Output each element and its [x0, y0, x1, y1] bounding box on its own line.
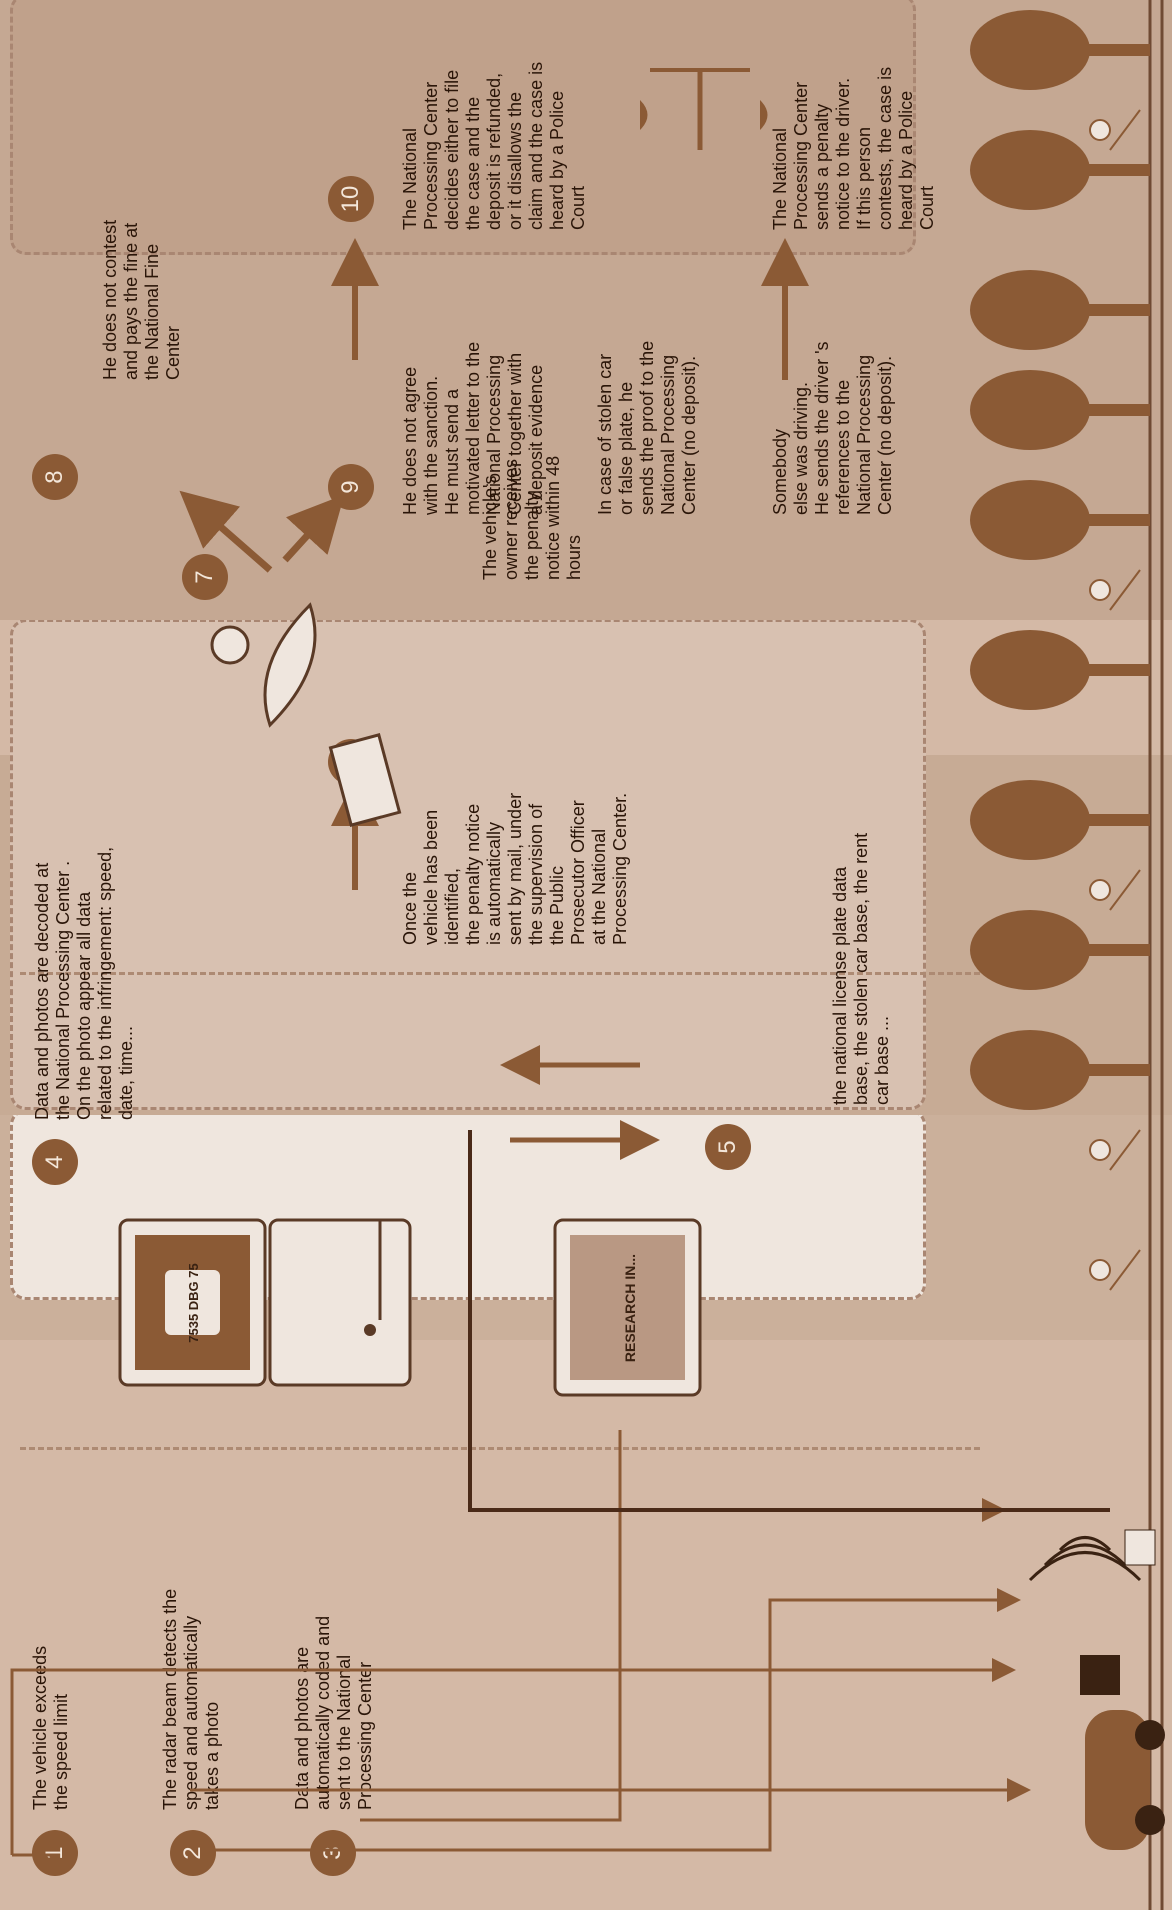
car-icon: [1085, 1710, 1165, 1850]
scales-icon: [640, 68, 768, 150]
person-icon: [210, 602, 317, 728]
radar-camera-icon: [1028, 1529, 1156, 1695]
computer-icon: 7535 DBG 75: [118, 1218, 412, 1387]
plate-text: 7535 DBG 75: [186, 1263, 201, 1343]
monitor-icon: RESEARCH IN...: [553, 1218, 702, 1397]
letter-icon: [328, 733, 402, 827]
pedestrian-icon: [1089, 109, 1141, 1291]
search-text: RESEARCH IN...: [622, 1254, 638, 1362]
tree-icon: [970, 10, 1150, 1110]
